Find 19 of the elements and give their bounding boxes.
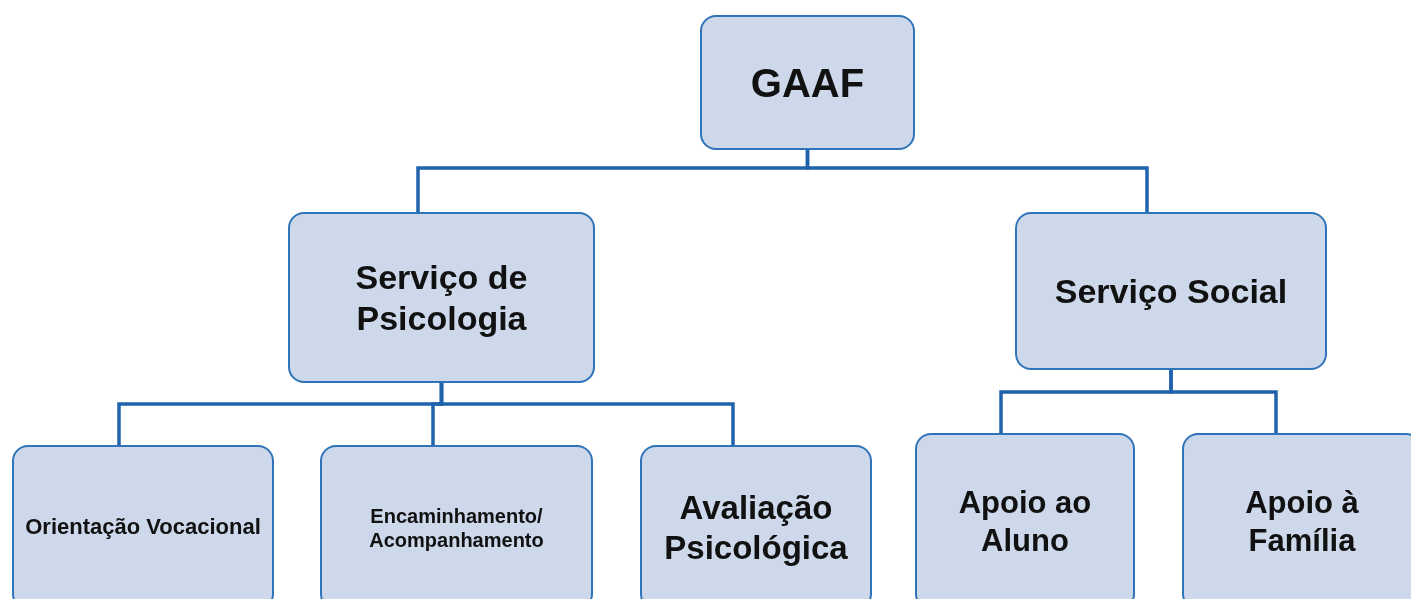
org-box — [12, 445, 274, 599]
box-label: Serviço Social — [1053, 270, 1289, 312]
box-label: Encaminhamento/ Acompanhamento — [368, 503, 545, 552]
org-box — [915, 433, 1135, 599]
org-box — [640, 445, 872, 599]
box-label: Avaliação Psicológica — [663, 487, 849, 568]
connector-line — [805, 150, 1149, 212]
box-label: Apoio à Família — [1244, 484, 1360, 559]
org-box — [288, 212, 595, 383]
org-box — [1182, 433, 1411, 599]
connector-line — [439, 383, 735, 445]
connector-line — [1169, 370, 1278, 433]
box-label: Serviço de Psicologia — [354, 256, 529, 339]
box-label: GAAF — [749, 59, 866, 107]
org-box — [1015, 212, 1327, 370]
org-box — [700, 15, 915, 150]
box-label: Apoio ao Aluno — [957, 484, 1093, 559]
box-label: Orientação Vocacional — [24, 514, 262, 541]
org-box — [320, 445, 593, 599]
